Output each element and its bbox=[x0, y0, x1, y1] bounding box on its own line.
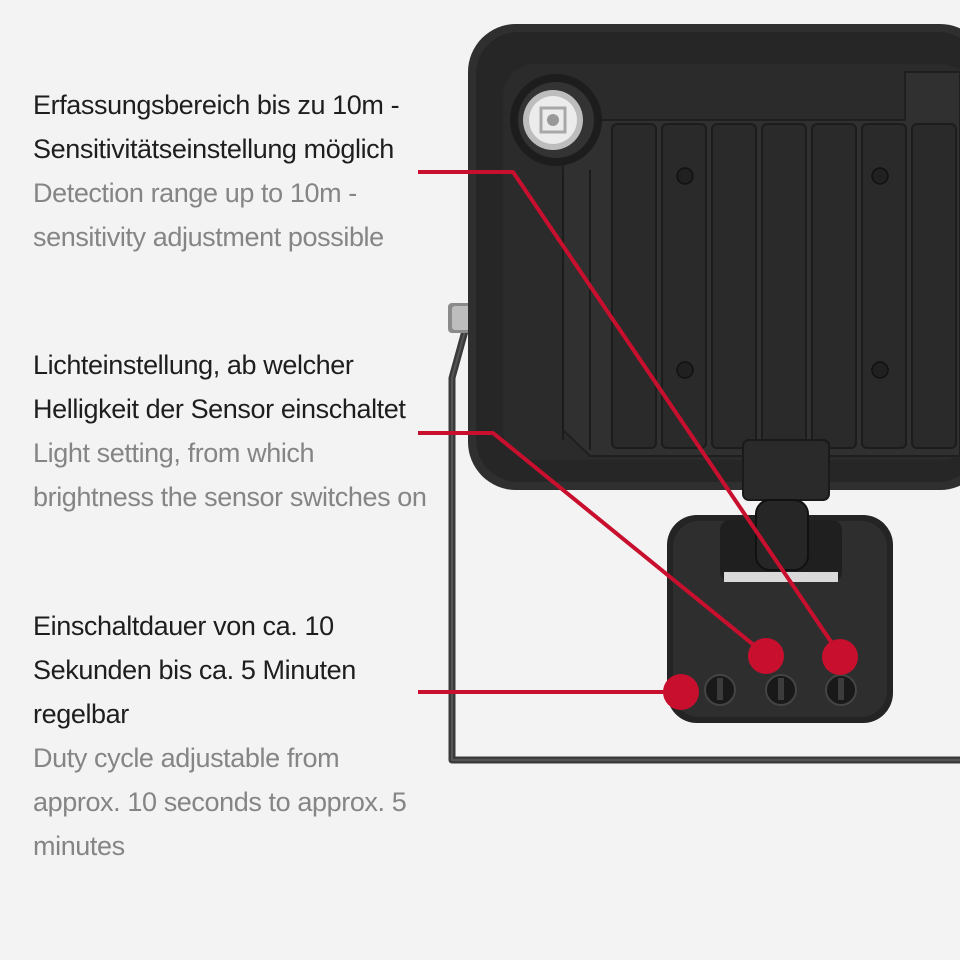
german-text: Erfassungsbereich bis zu 10m - bbox=[33, 90, 400, 120]
callout-marker-icon bbox=[663, 674, 699, 710]
german-text: Lichteinstellung, ab welcher bbox=[33, 350, 354, 380]
english-text: brightness the sensor switches on bbox=[33, 482, 427, 512]
callout-line-detection bbox=[418, 170, 842, 657]
floodlight-housing bbox=[468, 24, 960, 490]
english-text: approx. 10 seconds to approx. 5 bbox=[33, 787, 407, 817]
german-text: Sensitivitätseinstellung möglich bbox=[33, 134, 394, 164]
german-text: Einschaltdauer von ca. 10 bbox=[33, 611, 334, 641]
callout-marker-icon bbox=[748, 638, 784, 674]
cable-gland-icon bbox=[510, 74, 602, 166]
callout-detection-range: Erfassungsbereich bis zu 10m - Sensitivi… bbox=[33, 83, 433, 259]
english-text: minutes bbox=[33, 831, 125, 861]
german-text: Sekunden bis ca. 5 Minuten bbox=[33, 655, 356, 685]
english-text: Duty cycle adjustable from bbox=[33, 743, 340, 773]
callout-light-setting: Lichteinstellung, ab welcher Helligkeit … bbox=[33, 343, 433, 519]
callout-marker-icon bbox=[822, 639, 858, 675]
callout-duty-cycle: Einschaltdauer von ca. 10 Sekunden bis c… bbox=[33, 604, 433, 868]
german-text: Helligkeit der Sensor einschaltet bbox=[33, 394, 406, 424]
callout-lines bbox=[418, 170, 842, 694]
english-text: Detection range up to 10m - bbox=[33, 178, 357, 208]
german-text: regelbar bbox=[33, 699, 129, 729]
adjustment-knob-icon bbox=[704, 674, 857, 706]
motion-sensor-head bbox=[667, 499, 893, 723]
callout-line-light bbox=[418, 431, 768, 657]
english-text: sensitivity adjustment possible bbox=[33, 222, 384, 252]
callout-markers bbox=[663, 638, 858, 710]
english-text: Light setting, from which bbox=[33, 438, 315, 468]
